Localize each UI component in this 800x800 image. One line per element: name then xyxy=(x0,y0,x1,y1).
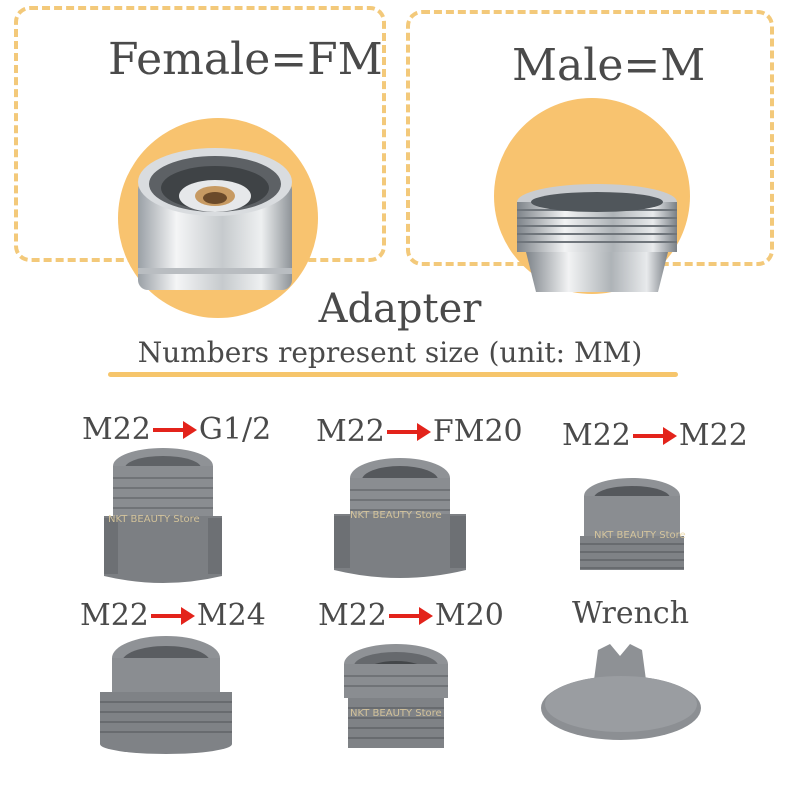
adapter-label-5: M22 M20 xyxy=(318,598,504,633)
label-from: M22 xyxy=(318,598,387,633)
adapter-label-3: M22 M22 xyxy=(562,418,748,453)
female-connector-image xyxy=(138,148,292,290)
label-to: G1/2 xyxy=(198,412,272,447)
arrow-right-icon xyxy=(632,426,677,445)
arrow-right-icon xyxy=(150,606,195,625)
arrow-right-icon xyxy=(386,422,431,441)
adapter-subtitle: Numbers represent size (unit: MM) xyxy=(137,336,643,369)
label-to: M22 xyxy=(678,418,748,453)
label-to: FM20 xyxy=(432,414,523,449)
adapter-m22-m22-image xyxy=(580,478,684,570)
adapter-m22-fm20-image xyxy=(334,458,466,578)
label-from: M22 xyxy=(562,418,631,453)
adapter-label-1: M22 G1/2 xyxy=(82,412,271,447)
watermark-text: NKT BEAUTY Store xyxy=(350,708,442,719)
male-connector-image xyxy=(517,184,677,292)
label-from: M22 xyxy=(80,598,149,633)
section-divider xyxy=(108,372,678,377)
label-from: M22 xyxy=(316,414,385,449)
watermark-text: NKT BEAUTY Store xyxy=(594,530,686,541)
arrow-right-icon xyxy=(152,420,197,439)
watermark-text: NKT BEAUTY Store xyxy=(108,514,200,525)
adapter-title: Adapter xyxy=(318,286,482,332)
wrench-label: Wrench xyxy=(572,596,689,631)
female-label: Female=FM xyxy=(108,34,383,85)
wrench-image xyxy=(541,644,701,740)
wrench-label-text: Wrench xyxy=(572,596,690,631)
male-label: Male=M xyxy=(512,40,706,91)
label-from: M22 xyxy=(82,412,151,447)
adapter-m22-g12-image xyxy=(104,448,222,583)
label-to: M24 xyxy=(196,598,266,633)
watermark-text: NKT BEAUTY Store xyxy=(350,510,442,521)
label-to: M20 xyxy=(434,598,504,633)
adapter-label-2: M22 FM20 xyxy=(316,414,523,449)
adapter-m22-m20-image xyxy=(344,644,448,748)
arrow-right-icon xyxy=(388,606,433,625)
adapter-m22-m24-image xyxy=(100,636,232,754)
adapter-label-4: M22 M24 xyxy=(80,598,266,633)
